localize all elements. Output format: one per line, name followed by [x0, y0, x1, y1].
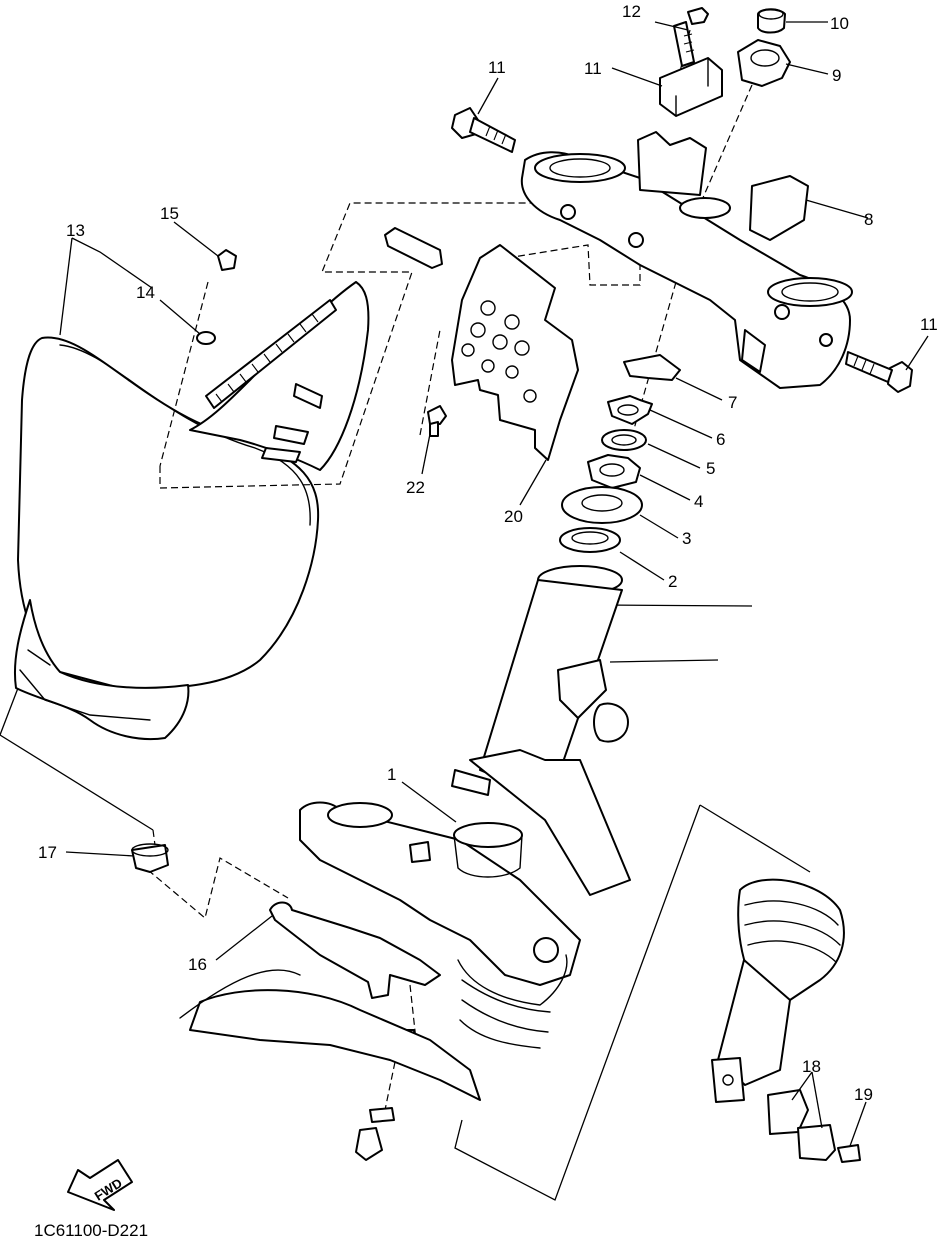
callout-4: 4: [694, 492, 703, 511]
steering-nut-stack: [559, 354, 681, 553]
callout-5: 5: [706, 459, 715, 478]
callout-3: 3: [682, 529, 691, 548]
upper-bracket: [520, 131, 853, 389]
callout-2: 2: [668, 572, 677, 591]
headlight-bracket: [384, 227, 579, 461]
callout-18: 17: [38, 843, 57, 862]
number-plate-cover: [13, 281, 370, 741]
diagram-code: 1C61100-D221: [34, 1221, 148, 1240]
callout-12: 11: [584, 59, 602, 78]
pinch-bolts: [451, 107, 913, 393]
callout-6: 6: [716, 430, 725, 449]
callout-7: 7: [728, 393, 737, 412]
cable-guide: [131, 659, 629, 1161]
callout-1: 1: [387, 765, 396, 784]
callout-13: 12: [622, 2, 641, 21]
callout-15: 14: [136, 283, 155, 302]
callout-8: 8: [864, 210, 873, 229]
fork-boot: [457, 878, 861, 1163]
callout-19: 18: [802, 1057, 821, 1076]
callout-labels: 12 10 11 11 9 8 15 13 14 11 7 6 5 4 22 2…: [38, 2, 938, 1104]
callout-22: 22: [406, 478, 425, 497]
callout-21: 20: [504, 507, 523, 526]
callout-10: 10: [830, 14, 849, 33]
callout-17: 16: [188, 955, 207, 974]
top-hardware: [659, 7, 791, 117]
callout-16: 15: [160, 204, 179, 223]
callout-20: 19: [854, 1085, 873, 1104]
callout-leaders: [59, 21, 929, 1147]
steering-stem: [299, 565, 631, 986]
callout-11-left: 11: [488, 58, 506, 77]
callout-14: 13: [66, 221, 85, 240]
fwd-arrow: FWD: [67, 1159, 133, 1211]
callout-11-right: 11: [920, 315, 938, 334]
callout-9: 9: [832, 66, 841, 85]
